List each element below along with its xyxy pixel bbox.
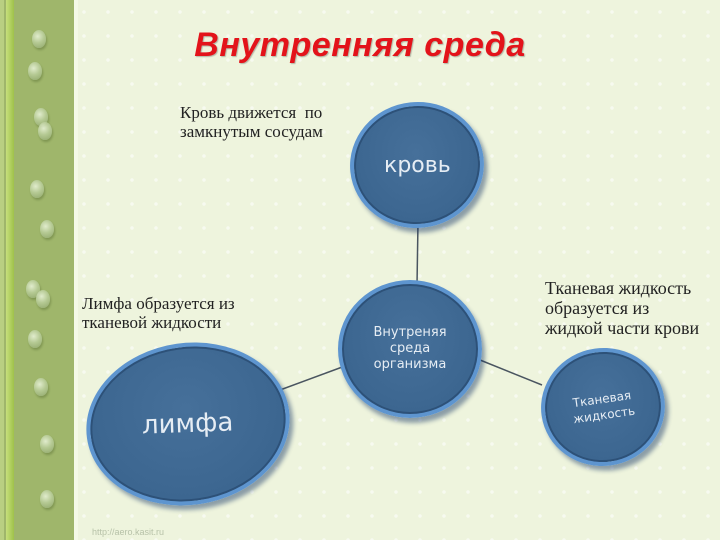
water-drop-icon (34, 108, 48, 126)
slide-title: Внутренняя среда (194, 26, 526, 64)
sidebar-stripe (6, 0, 14, 540)
sidebar-edge (74, 0, 78, 540)
node-center-line1: Внутреняя (373, 325, 447, 340)
sidebar-stripe-outer (0, 0, 4, 540)
water-drop-icon (40, 490, 54, 508)
note-tissue-line2: образуется из (545, 298, 650, 318)
water-drop-icon (30, 180, 44, 198)
note-blood-line1: Кровь движется по (180, 103, 323, 122)
water-drop-icon (36, 290, 50, 308)
connector-lymph (279, 365, 346, 391)
decorative-sidebar (0, 0, 78, 540)
node-lymph-label: лимфа (141, 407, 235, 441)
note-blood: Кровь движется по замкнутым сосудам (180, 103, 323, 141)
connector-blood (416, 221, 419, 286)
note-lymph-line2: тканевой жидкости (82, 313, 222, 332)
note-lymph: Лимфа образуется из тканевой жидкости (82, 294, 235, 332)
node-tissue-text: Тканевая жидкость (570, 387, 636, 427)
water-drop-icon (34, 378, 48, 396)
node-blood-label: кровь (383, 152, 451, 178)
footer-url: http://aero.kasit.ru (92, 527, 165, 537)
node-center: Внутреняя среда организма (338, 280, 482, 418)
water-drop-icon (28, 330, 42, 348)
water-drop-icon (40, 220, 54, 238)
note-tissue-line1: Тканевая жидкость (545, 278, 692, 298)
water-drop-icon (38, 122, 52, 140)
note-tissue: Тканевая жидкость образуется из жидкой ч… (545, 278, 699, 338)
node-center-line2: среда (389, 341, 431, 356)
node-center-text: Внутреняя среда организма (373, 325, 446, 373)
note-tissue-line3: жидкой части крови (545, 318, 700, 338)
water-drop-icon (32, 30, 46, 48)
note-lymph-line1: Лимфа образуется из (82, 294, 235, 313)
connector-tissue (479, 359, 543, 386)
node-center-line3: организма (373, 357, 447, 372)
note-blood-line2: замкнутым сосудам (180, 122, 323, 141)
water-drop-icon (40, 435, 54, 453)
water-drop-icon (28, 62, 42, 80)
